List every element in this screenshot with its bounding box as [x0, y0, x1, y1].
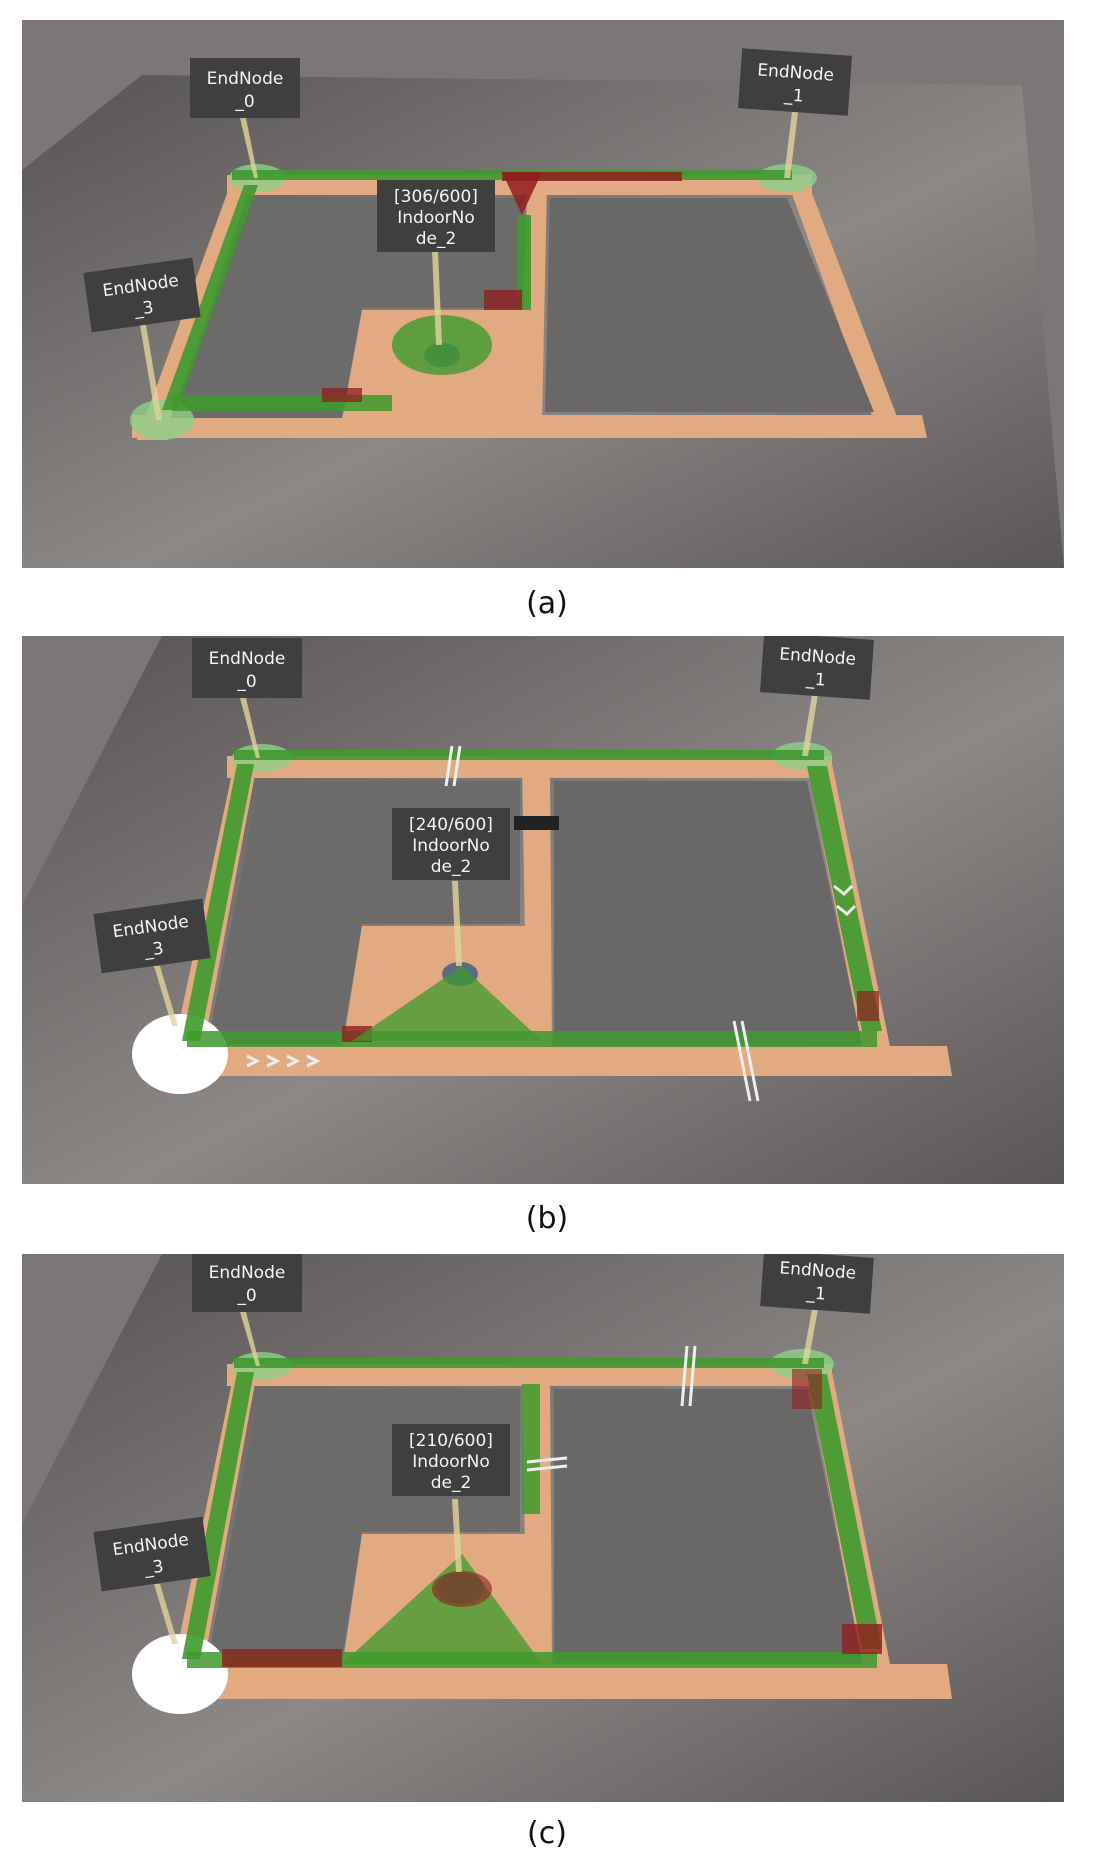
end-node-3-line2: _3	[132, 298, 155, 321]
caption-b: (b)	[525, 1201, 569, 1236]
end-node-1-line2: _1	[805, 669, 827, 690]
indoor-node-name-line2: de_2	[416, 229, 457, 249]
end-node-1-line2: _1	[805, 1283, 827, 1304]
indoor-node-count: [240/600]	[409, 815, 493, 835]
end-node-1-line2: _1	[783, 85, 805, 106]
indoor-node-count: [210/600]	[409, 1431, 493, 1451]
indoor-node-name-line2: de_2	[431, 1473, 472, 1493]
scene-a-svg: EndNode _0 EndNode _1 EndNode _3 [306/60…	[22, 20, 1064, 568]
indoor-node-count: [306/600]	[394, 187, 478, 207]
flow-markers	[246, 745, 857, 1102]
scene-b-svg: EndNode _0 EndNode _1 EndNode _3 [240/60…	[22, 636, 1064, 1184]
end-node-3-sign: EndNode _3	[93, 898, 211, 974]
indoor-node-name-line1: IndoorNo	[412, 1452, 490, 1472]
blocked-barrier	[514, 816, 559, 830]
caption-a: (a)	[526, 586, 568, 621]
end-node-1-sign: EndNode _1	[760, 636, 874, 700]
end-node-3-zone	[132, 1634, 228, 1714]
end-node-0-line2: _0	[236, 1286, 256, 1306]
indoor-node-sign: [240/600] IndoorNo de_2	[392, 808, 510, 880]
caption-c: (c)	[527, 1816, 567, 1851]
end-node-3-zone	[132, 1014, 228, 1094]
agent-crowd	[182, 1358, 882, 1668]
room-right	[554, 781, 862, 1044]
end-node-3-line2: _3	[142, 1557, 165, 1580]
room-right	[554, 1389, 862, 1662]
agent-crowd	[182, 750, 882, 1047]
end-node-0-line1: EndNode	[209, 1263, 286, 1283]
scene-panel-a: EndNode _0 EndNode _1 EndNode _3 [306/60…	[22, 20, 1064, 568]
end-node-0-line1: EndNode	[209, 649, 286, 669]
room-right	[545, 198, 874, 412]
indoor-node-sign: [210/600] IndoorNo de_2	[392, 1424, 510, 1496]
end-node-0-line1: EndNode	[207, 69, 284, 89]
flow-markers	[526, 1345, 697, 1472]
end-node-0-line2: _0	[234, 92, 254, 112]
scene-c-svg: EndNode _0 EndNode _1 EndNode _3 [210/60…	[22, 1254, 1064, 1802]
end-node-3-sign: EndNode _3	[93, 1516, 211, 1592]
indoor-node-name-line1: IndoorNo	[412, 836, 490, 856]
indoor-node-name-line1: IndoorNo	[397, 208, 475, 228]
end-node-1-sign: EndNode _1	[738, 48, 852, 116]
end-node-0-line2: _0	[236, 672, 256, 692]
indoor-node-name-line2: de_2	[431, 857, 472, 877]
indoor-node-sign: [306/600] IndoorNo de_2	[377, 180, 495, 252]
end-node-0-sign: EndNode _0	[192, 638, 302, 698]
scene-panel-c: EndNode _0 EndNode _1 EndNode _3 [210/60…	[22, 1254, 1064, 1802]
end-node-0-sign: EndNode _0	[190, 58, 300, 118]
end-node-0-sign: EndNode _0	[192, 1254, 302, 1312]
scene-panel-b: EndNode _0 EndNode _1 EndNode _3 [240/60…	[22, 636, 1064, 1184]
end-node-3-line2: _3	[142, 939, 165, 962]
end-node-3-sign: EndNode _3	[83, 257, 201, 333]
end-node-1-sign: EndNode _1	[760, 1254, 874, 1314]
